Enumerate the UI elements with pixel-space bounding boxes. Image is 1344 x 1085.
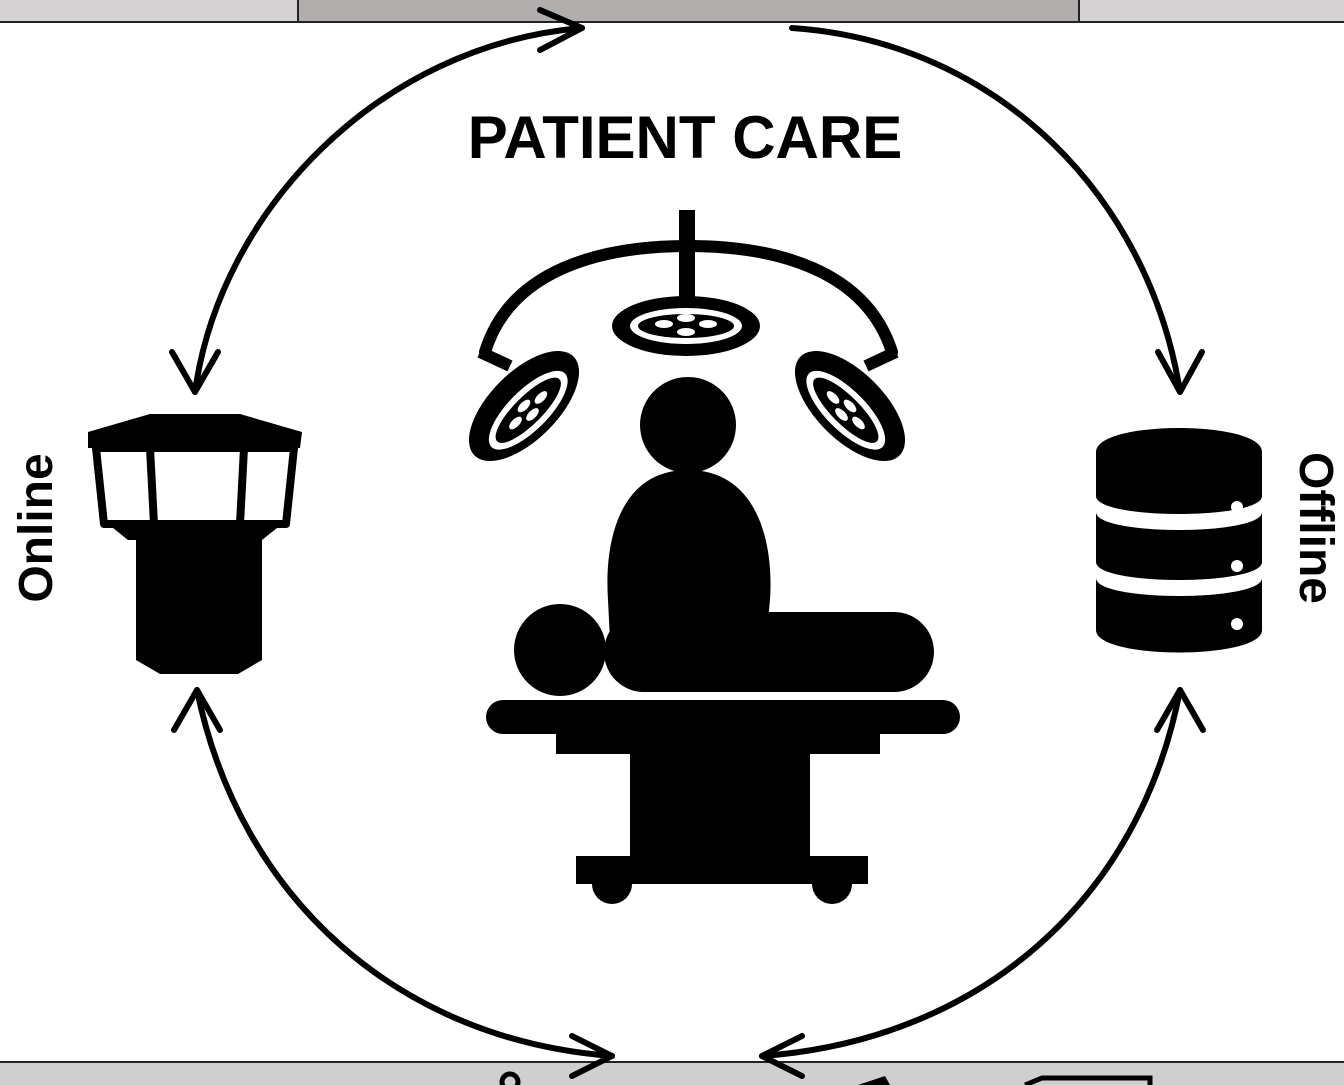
arrowhead-bottom-left-up xyxy=(171,687,223,733)
arrowhead-top-left-right xyxy=(537,7,585,53)
cycle-arrows xyxy=(169,7,1206,1079)
surgeon-body xyxy=(607,470,771,640)
surgeon-head xyxy=(640,377,736,473)
database-icon xyxy=(1096,428,1262,653)
arrowhead-top-left-down xyxy=(169,349,221,395)
arrow-online-to-bottom xyxy=(194,687,615,1059)
arrow-patient-care-to-offline xyxy=(789,25,1183,395)
patient-head xyxy=(514,604,606,696)
top-panel-strip xyxy=(0,0,1344,23)
arrow-offline-to-bottom xyxy=(759,687,1183,1059)
arrow-online-to-patient-care xyxy=(192,25,585,395)
diagram-title: PATIENT CARE xyxy=(468,104,902,171)
arrowhead-bottom-left-right xyxy=(569,1033,615,1079)
arrowhead-top-right-down xyxy=(1155,349,1205,395)
patient-body xyxy=(604,612,934,692)
bottom-panel-strip xyxy=(0,1061,1344,1085)
table-pedestal xyxy=(630,754,810,864)
table-top xyxy=(486,700,960,734)
offline-label: Offline xyxy=(1289,452,1342,604)
table-base xyxy=(576,856,868,884)
arrowhead-bottom-right-up xyxy=(1154,687,1206,733)
bottom-cropped-icons xyxy=(499,1071,1153,1085)
arrowhead-bottom-right-left xyxy=(759,1033,805,1079)
operating-room-icon xyxy=(468,210,960,904)
online-label: Online xyxy=(10,453,63,602)
surgical-lamp-icon xyxy=(88,414,302,674)
